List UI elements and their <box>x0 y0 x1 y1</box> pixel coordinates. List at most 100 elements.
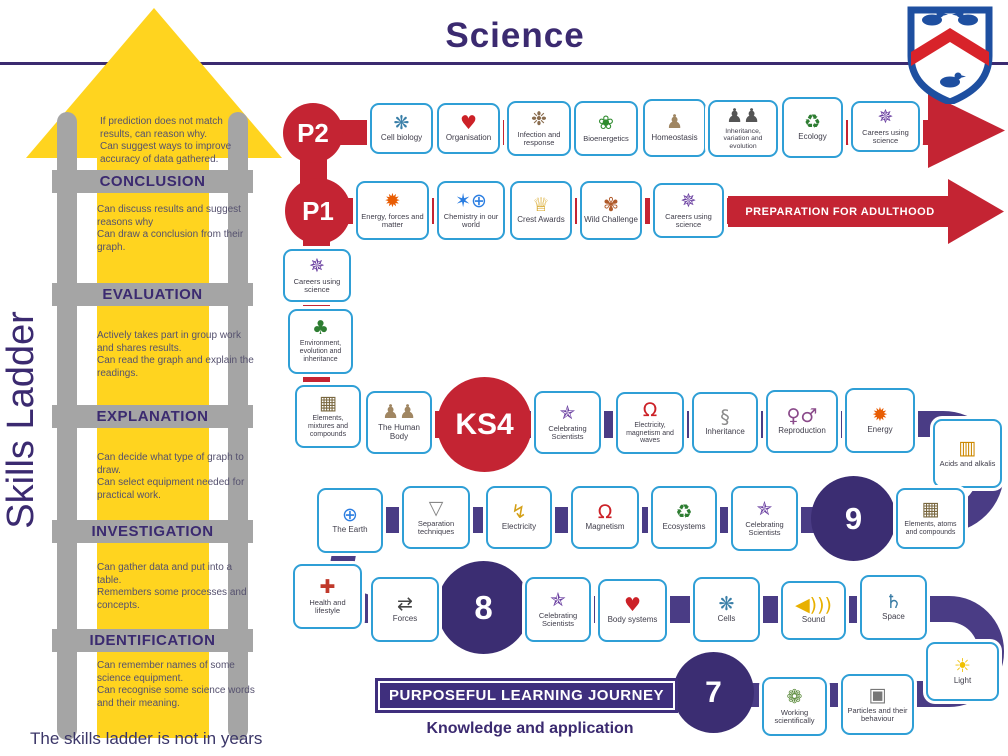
topic-badge-label: Careers using science <box>293 276 341 294</box>
topic-badge-light: ☀Light <box>926 642 999 701</box>
school-crest-logo <box>907 6 993 104</box>
topic-badge-inheritance: §Inheritance <box>692 392 758 453</box>
ladder-rung-label: IDENTIFICATION <box>89 632 216 649</box>
topic-badge-label: Bioenergetics <box>583 133 629 143</box>
stage-circle-year7: 7 <box>673 652 754 733</box>
dna-icon: § <box>720 405 730 428</box>
topic-badge-label: The Earth <box>332 525 368 535</box>
topic-badge-cells: ❋Cells <box>693 577 760 642</box>
topic-badge-cell-biology: ❋Cell biology <box>370 103 433 154</box>
topic-badge-acids-and-alkalis: ▥Acids and alkalis <box>933 419 1002 488</box>
topic-badge-label: Environment, evolution and inheritance <box>299 340 342 363</box>
topic-badge-label: Ecology <box>798 132 827 142</box>
topic-badge-label: Chemistry in our world <box>443 211 499 229</box>
topic-badge-label: Celebrating Scientists <box>538 610 578 628</box>
stage-circle-year9: 9 <box>811 476 896 561</box>
topic-badge-label: Crest Awards <box>517 215 565 225</box>
topic-badge-sound: ◀)))Sound <box>781 581 846 640</box>
funnel-icon: ▽ <box>428 496 444 519</box>
photosynthesis-icon: ❀ <box>598 111 614 134</box>
ladder-note: Actively takes part in group work and sh… <box>97 330 254 379</box>
topic-badge-label: Acids and alkalis <box>939 458 996 468</box>
topic-badge-label: Working scientifically <box>774 707 815 725</box>
investigate-icon: ❁ <box>786 685 803 708</box>
topic-badge-label: Sound <box>801 615 826 625</box>
topic-badge-elements-atoms-and-compounds: ▦Elements, atoms and compounds <box>896 488 965 549</box>
topic-badge-separation-techniques: ▽Separation techniques <box>402 486 470 549</box>
topic-badge-celebrating-scientists-y8: ✯Celebrating Scientists <box>525 577 591 642</box>
topic-badge-particles-and-their-behaviour: ▣Particles and their behaviour <box>841 674 914 735</box>
topic-badge-label: Reproduction <box>778 426 826 436</box>
scientists-icon: ✯ <box>559 401 576 424</box>
topic-badge-inheritance-variation-evolution: ♟♟Inheritance, variation and evolution <box>708 100 778 157</box>
periodic-table-icon: ▦ <box>319 392 337 415</box>
topic-badge-wild-challenge: ✾Wild Challenge <box>580 181 642 240</box>
topic-badge-careers-using-science-p2: ✵Careers using science <box>851 101 920 152</box>
food-plate-icon: ✚ <box>319 575 336 598</box>
careers-icon: ✵ <box>877 105 894 128</box>
states-of-matter-icon: ▣ <box>868 683 887 706</box>
periodic-table-icon: ▦ <box>921 498 940 521</box>
evolution-icon: ♟♟ <box>725 104 761 127</box>
topic-badge-label: Inheritance <box>705 427 745 437</box>
crest-shield <box>907 6 993 104</box>
ladder-rung: EVALUATION <box>52 283 253 306</box>
topic-badge-chemistry-in-our-world: ✶⊕Chemistry in our world <box>437 181 505 240</box>
stage-circle-ks4: KS4 <box>437 377 532 472</box>
topic-badge-label: Energy, forces and matter <box>361 211 424 229</box>
cycle-icon: ♻ <box>675 500 693 523</box>
topic-badge-ecology: ♻Ecology <box>782 97 843 158</box>
ladder-note: Can gather data and put into a table. Re… <box>97 562 247 611</box>
topic-badge-label: Forces <box>392 614 418 624</box>
ladder-note: Can decide what type of graph to draw. C… <box>97 452 245 501</box>
topic-badge-careers-using-science-p1: ✵Careers using science <box>653 183 724 238</box>
cell-icon: ❋ <box>393 111 410 134</box>
topic-badge-label: Health and lifestyle <box>309 597 346 615</box>
topic-badge-label: Elements, mixtures and compounds <box>307 415 349 438</box>
infection-icon: ❉ <box>531 107 547 130</box>
stage-circle-p1: P1 <box>285 178 351 244</box>
topic-badge-health-and-lifestyle: ✚Health and lifestyle <box>293 564 362 629</box>
topic-badge-label: Elements, atoms and compounds <box>904 521 957 536</box>
ladder-rung: IDENTIFICATION <box>52 629 253 652</box>
topic-badge-space: ♄Space <box>860 575 927 640</box>
journey-subtitle: Knowledge and application <box>426 720 634 737</box>
topic-badge-the-earth: ⊕The Earth <box>317 488 383 553</box>
topic-badge-the-human-body: ♟♟The Human Body <box>366 391 432 454</box>
ladder-rung-label: EXPLANATION <box>96 408 209 425</box>
title-underline <box>0 62 1008 65</box>
chemistry-globe-icon: ✶⊕ <box>455 189 487 212</box>
candle-bulb-icon: ☀ <box>953 654 972 677</box>
magnet-icon: Ω <box>642 398 658 421</box>
preparation-arrow-label: PREPARATION FOR ADULTHOOD <box>745 205 935 218</box>
family-tree-icon: ♀♂ <box>786 404 818 427</box>
topic-badge-careers-using-science-link: ✵Careers using science <box>283 249 351 302</box>
topic-badge-crest-awards: ♕Crest Awards <box>510 181 572 240</box>
scientists-icon: ✯ <box>756 497 773 520</box>
topic-badge-label: Magnetism <box>585 522 625 532</box>
ladder-rung-label: CONCLUSION <box>99 173 206 190</box>
energy-burst-icon: ✹ <box>872 403 888 426</box>
cycle-icon: ♻ <box>803 110 822 133</box>
skills-ladder-footnote: The skills ladder is not in years <box>30 729 263 748</box>
topic-badge-label: Energy <box>867 425 893 435</box>
purposeful-learning-journey-banner: PURPOSEFUL LEARNING JOURNEY <box>375 678 678 713</box>
topic-badge-celebrating-scientists-ks4: ✯Celebrating Scientists <box>534 391 601 454</box>
topic-badge-label: Inheritance, variation and evolution <box>723 127 763 150</box>
topic-badge-label: Wild Challenge <box>584 215 638 225</box>
planet-icon: ♄ <box>884 590 903 613</box>
topic-badge-label: Celebrating Scientists <box>548 423 587 441</box>
topic-badge-label: Infection and response <box>517 129 561 147</box>
ladder-rung: CONCLUSION <box>52 170 253 193</box>
ladder-note: If prediction does not match results, ca… <box>100 116 232 165</box>
ph-scale-icon: ▥ <box>958 436 977 459</box>
speaker-icon: ◀))) <box>795 593 832 616</box>
heart-lungs-icon: ♥ <box>623 593 642 616</box>
topic-badge-label: Cell biology <box>380 133 423 143</box>
topic-badge-working-scientifically: ❁Working scientifically <box>762 677 827 736</box>
crest-chevron <box>911 28 989 66</box>
topic-badge-label: Careers using science <box>665 211 712 229</box>
heart-lungs-icon: ♥ <box>459 111 478 134</box>
